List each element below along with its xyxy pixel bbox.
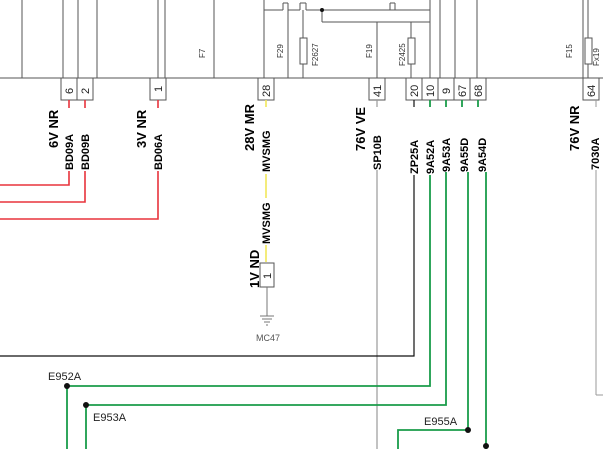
wire-9a55d: 9A55D xyxy=(459,138,471,172)
red-wire-stubs xyxy=(68,100,159,108)
connector-76v-nr: 76V NR xyxy=(567,105,582,151)
pin-labels: 6 2 1 28 41 20 10 9 67 68 64 xyxy=(64,85,598,97)
pin-41: 41 xyxy=(372,85,384,97)
wire-mvsmg-lower: MVSMG xyxy=(261,202,273,244)
splice-e952a-label: E952A xyxy=(48,371,82,383)
pin-1: 1 xyxy=(153,86,165,92)
connector-28v-mr: 28V MR xyxy=(242,103,257,151)
splice-e953a-dot xyxy=(83,402,89,408)
splice-dots xyxy=(64,383,489,449)
connector-labels: 6V NR 3V NR 28V MR 76V VE 76V NR 1V ND xyxy=(46,103,582,288)
connector-3v-nr: 3V NR xyxy=(134,109,149,148)
fuse-f15: F15 Fx19 xyxy=(565,0,601,78)
wire-zp25a: ZP25A xyxy=(409,140,421,174)
pin-10: 10 xyxy=(425,85,437,97)
right-gray-line xyxy=(595,100,603,396)
red-wires xyxy=(0,171,159,220)
wire-bd09b: BD09B xyxy=(80,134,92,170)
pin-6: 6 xyxy=(64,88,76,94)
fuse-f2627-label: F2627 xyxy=(311,43,320,66)
pin-64: 64 xyxy=(586,85,598,97)
pin-67: 67 xyxy=(457,85,469,97)
fuse-f2425-label: F2425 xyxy=(398,43,407,66)
wire-9a52a: 9A52A xyxy=(425,140,437,174)
fuse-f7: F7 xyxy=(198,0,215,78)
pin-boxes xyxy=(60,77,600,101)
connector-1v-nd: 1V ND xyxy=(247,250,262,288)
pin-68: 68 xyxy=(473,85,485,97)
fuse-f2425: F2425 xyxy=(398,22,416,78)
splice-e953a-label: E953A xyxy=(93,412,127,424)
connector-1v-nd-box: 1 xyxy=(259,262,275,316)
fuse-f19: F19 xyxy=(365,22,378,78)
fuse-f7-label: F7 xyxy=(198,48,207,58)
ground-mc47-label: MC47 xyxy=(256,333,280,343)
ground-icon xyxy=(260,315,274,326)
wire-mvsmg: MVSMG xyxy=(261,130,273,172)
connector-76v-ve: 76V VE xyxy=(353,107,368,151)
splice-e952a-dot xyxy=(64,383,70,389)
fuse-dots xyxy=(320,8,324,12)
wire-bd06a: BD06A xyxy=(153,134,165,170)
pin-20: 20 xyxy=(409,85,421,97)
fuse-f15-label: F15 xyxy=(565,44,574,58)
splice-e955a-dot xyxy=(465,427,471,433)
wire-sp10b: SP10B xyxy=(372,135,384,170)
fuse-f2627: F2627 xyxy=(299,10,320,78)
black-wire xyxy=(0,100,415,357)
fuse-f19-label: F19 xyxy=(365,44,374,58)
wire-bd09a: BD09A xyxy=(64,134,76,170)
wire-9a54d: 9A54D xyxy=(477,138,489,172)
pin-2: 2 xyxy=(80,88,92,94)
fuse-fx19-label: Fx19 xyxy=(592,48,601,66)
fuse-f29-label: F29 xyxy=(276,44,285,58)
splice-right-dot xyxy=(483,443,489,449)
fuse-f29: F29 xyxy=(276,10,289,78)
pin-1-lower: 1 xyxy=(262,273,274,279)
green-wires xyxy=(66,100,487,449)
pin-9: 9 xyxy=(441,88,453,94)
connector-6v-nr: 6V NR xyxy=(46,109,61,148)
wire-7030a: 7030A xyxy=(590,138,602,170)
splice-e955a-label: E955A xyxy=(424,416,458,428)
wire-labels: BD09A BD09B BD06A MVSMG MVSMG SP10B ZP25… xyxy=(64,130,602,244)
pin-28: 28 xyxy=(261,85,273,97)
wire-9a53a: 9A53A xyxy=(441,138,453,172)
